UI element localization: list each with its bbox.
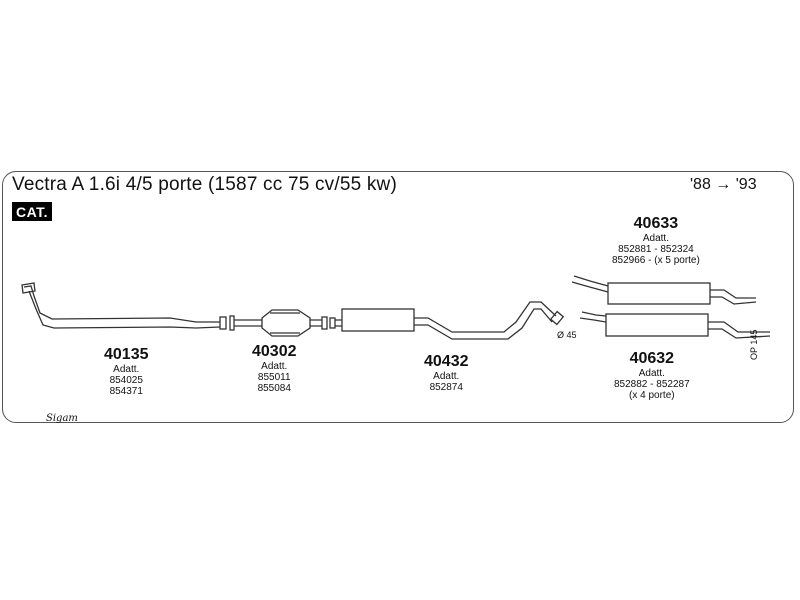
adatt-code: 852966 - (x 5 porte) [612,255,700,266]
diagram-frame [2,171,794,423]
adatt-label: Adatt. [433,371,460,382]
adatt-label: Adatt. [261,361,288,372]
adatt-code: (x 4 porte) [629,390,675,401]
part-40432: 40432 Adatt. 852874 [424,353,469,393]
adatt-code: 854025 [109,375,143,386]
front-pipe [21,282,227,330]
rear-silencer-lower [579,311,771,339]
part-40633: 40633 Adatt. 852881 - 852324 852966 - (x… [612,215,700,266]
middle-silencer [335,301,565,340]
adatt-code: 852874 [429,382,463,393]
part-40302: 40302 Adatt. 855011 855084 [252,343,297,394]
part-number: 40302 [252,343,297,360]
part-number: 40633 [633,215,679,232]
part-number: 40632 [629,350,675,367]
adatt-label: Adatt. [642,233,669,244]
diameter-label: Ø 45 [557,330,577,340]
adatt-code: 855084 [257,383,291,394]
part-40135: 40135 Adatt. 854025 854371 [104,346,149,397]
adatt-code: 854371 [109,386,143,397]
adatt-code: 855011 [257,372,291,383]
part-40632: 40632 Adatt. 852882 - 852287 (x 4 porte) [614,350,690,401]
adatt-code: 852882 - 852287 [614,379,690,390]
rear-silencer-upper [571,275,757,305]
adatt-code: 852881 - 852324 [618,244,694,255]
part-number: 40432 [424,353,469,370]
pipe-clamp [229,315,262,331]
adatt-label: Adatt. [113,364,140,375]
brand-logo: Sigam [46,413,78,424]
catalytic-converter [261,309,336,337]
cat-badge: CAT. [12,202,53,221]
vehicle-title: Vectra A 1.6i 4/5 porte (1587 cc 75 cv/5… [12,174,397,195]
part-number: 40135 [104,346,149,363]
adatt-label: Adatt. [638,368,665,379]
model-years: '88 → '93 [690,176,757,193]
drawing-reference: OP 145 [749,329,759,360]
